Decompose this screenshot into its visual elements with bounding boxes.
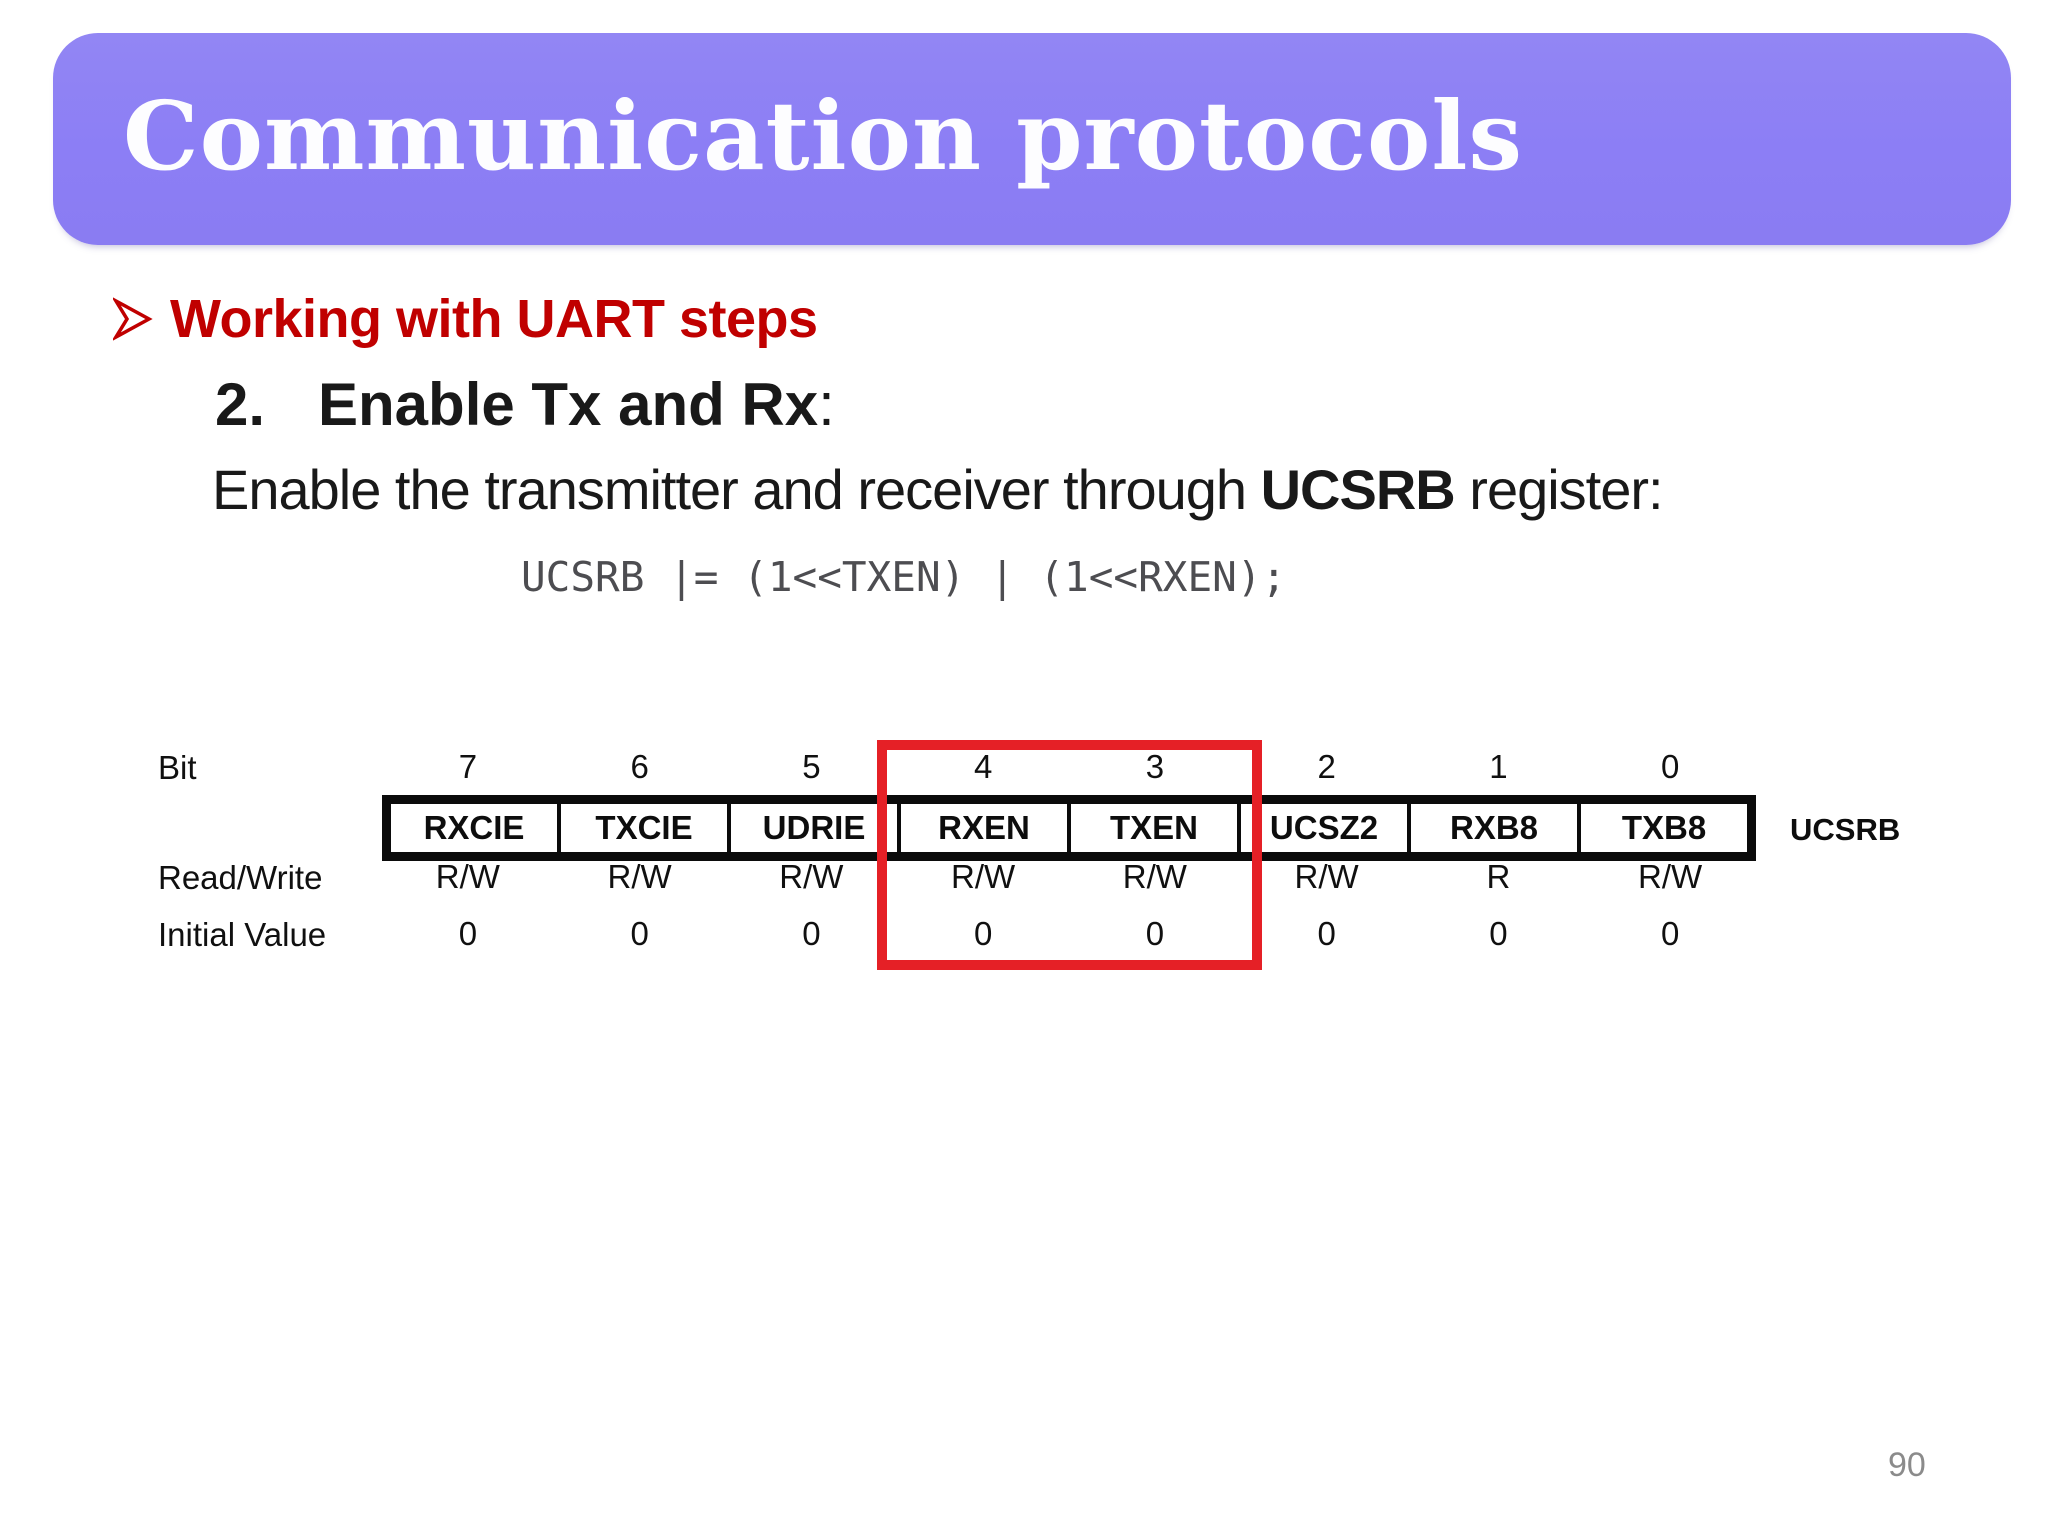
initial-value: 0 (1660, 915, 1680, 952)
slide-title: Communication protocols (123, 80, 1523, 192)
description-line: Enable the transmitter and receiver thro… (212, 457, 1664, 522)
bit-number: 3 (1145, 748, 1165, 785)
register-bit-cell: RXEN (901, 804, 1067, 852)
register-bit-cell: TXCIE (561, 804, 727, 852)
title-banner: Communication protocols (53, 33, 2011, 245)
register-bit-cell: TXB8 (1581, 804, 1747, 852)
highlight-rectangle-rxen-txen (877, 740, 1262, 970)
initial-value: 0 (1317, 915, 1336, 952)
read-write-value: R/W (1294, 858, 1359, 895)
initial-value-row: 0 0 0 0 0 0 0 0 (382, 916, 1756, 952)
read-write-value: R/W (951, 858, 1016, 895)
page-number: 90 (1888, 1446, 1926, 1484)
register-bit-cell: RXCIE (391, 804, 557, 852)
read-write-row-label: Read/Write (158, 859, 323, 896)
bit-number: 7 (458, 748, 478, 785)
heading-text: Working with UART steps (170, 289, 818, 349)
register-bit-cells: RXCIE TXCIE UDRIE RXEN TXEN UCSZ2 RXB8 T… (382, 795, 1756, 861)
read-write-value: R/W (435, 858, 500, 895)
bit-row-label: Bit (158, 749, 197, 786)
register-bit-cell: TXEN (1071, 804, 1237, 852)
read-write-value: R (1486, 858, 1511, 895)
bit-number: 5 (802, 748, 821, 785)
initial-value: 0 (1489, 915, 1508, 952)
description-prefix: Enable the transmitter and receiver thro… (212, 458, 1261, 521)
register-bit-cell: RXB8 (1411, 804, 1577, 852)
code-line: UCSRB |= (1<<TXEN) | (1<<RXEN); (521, 553, 1287, 601)
bit-number: 2 (1317, 748, 1336, 785)
read-write-value: R/W (607, 858, 672, 895)
step-number: 2. (215, 371, 266, 438)
step-title-colon: : (818, 371, 835, 438)
bit-numbers-row: 7 6 5 4 3 2 1 0 (382, 749, 1756, 785)
description-suffix: register: (1454, 458, 1663, 521)
initial-value: 0 (973, 915, 993, 952)
read-write-value: R/W (779, 858, 844, 895)
arrow-bullet-icon (113, 297, 153, 341)
step-title: Enable Tx and Rx: (318, 370, 835, 439)
bit-number: 4 (973, 748, 993, 785)
register-bit-cell: UCSZ2 (1241, 804, 1407, 852)
register-bit-cell: UDRIE (731, 804, 897, 852)
initial-value: 0 (802, 915, 821, 952)
bit-number: 0 (1660, 748, 1680, 785)
register-name-label: UCSRB (1790, 812, 1901, 847)
initial-value: 0 (630, 915, 649, 952)
read-write-value: R/W (1122, 858, 1187, 895)
step-title-bold: Enable Tx and Rx (318, 371, 819, 438)
read-write-row: R/W R/W R/W R/W R/W R/W R R/W (382, 859, 1756, 895)
bit-number: 1 (1489, 748, 1508, 785)
description-register-name: UCSRB (1260, 458, 1456, 521)
initial-value: 0 (458, 915, 478, 952)
read-write-value: R/W (1638, 858, 1703, 895)
uart-steps-heading: Working with UART steps (113, 289, 818, 349)
initial-value-row-label: Initial Value (158, 916, 327, 953)
initial-value: 0 (1145, 915, 1165, 952)
bit-number: 6 (630, 748, 649, 785)
